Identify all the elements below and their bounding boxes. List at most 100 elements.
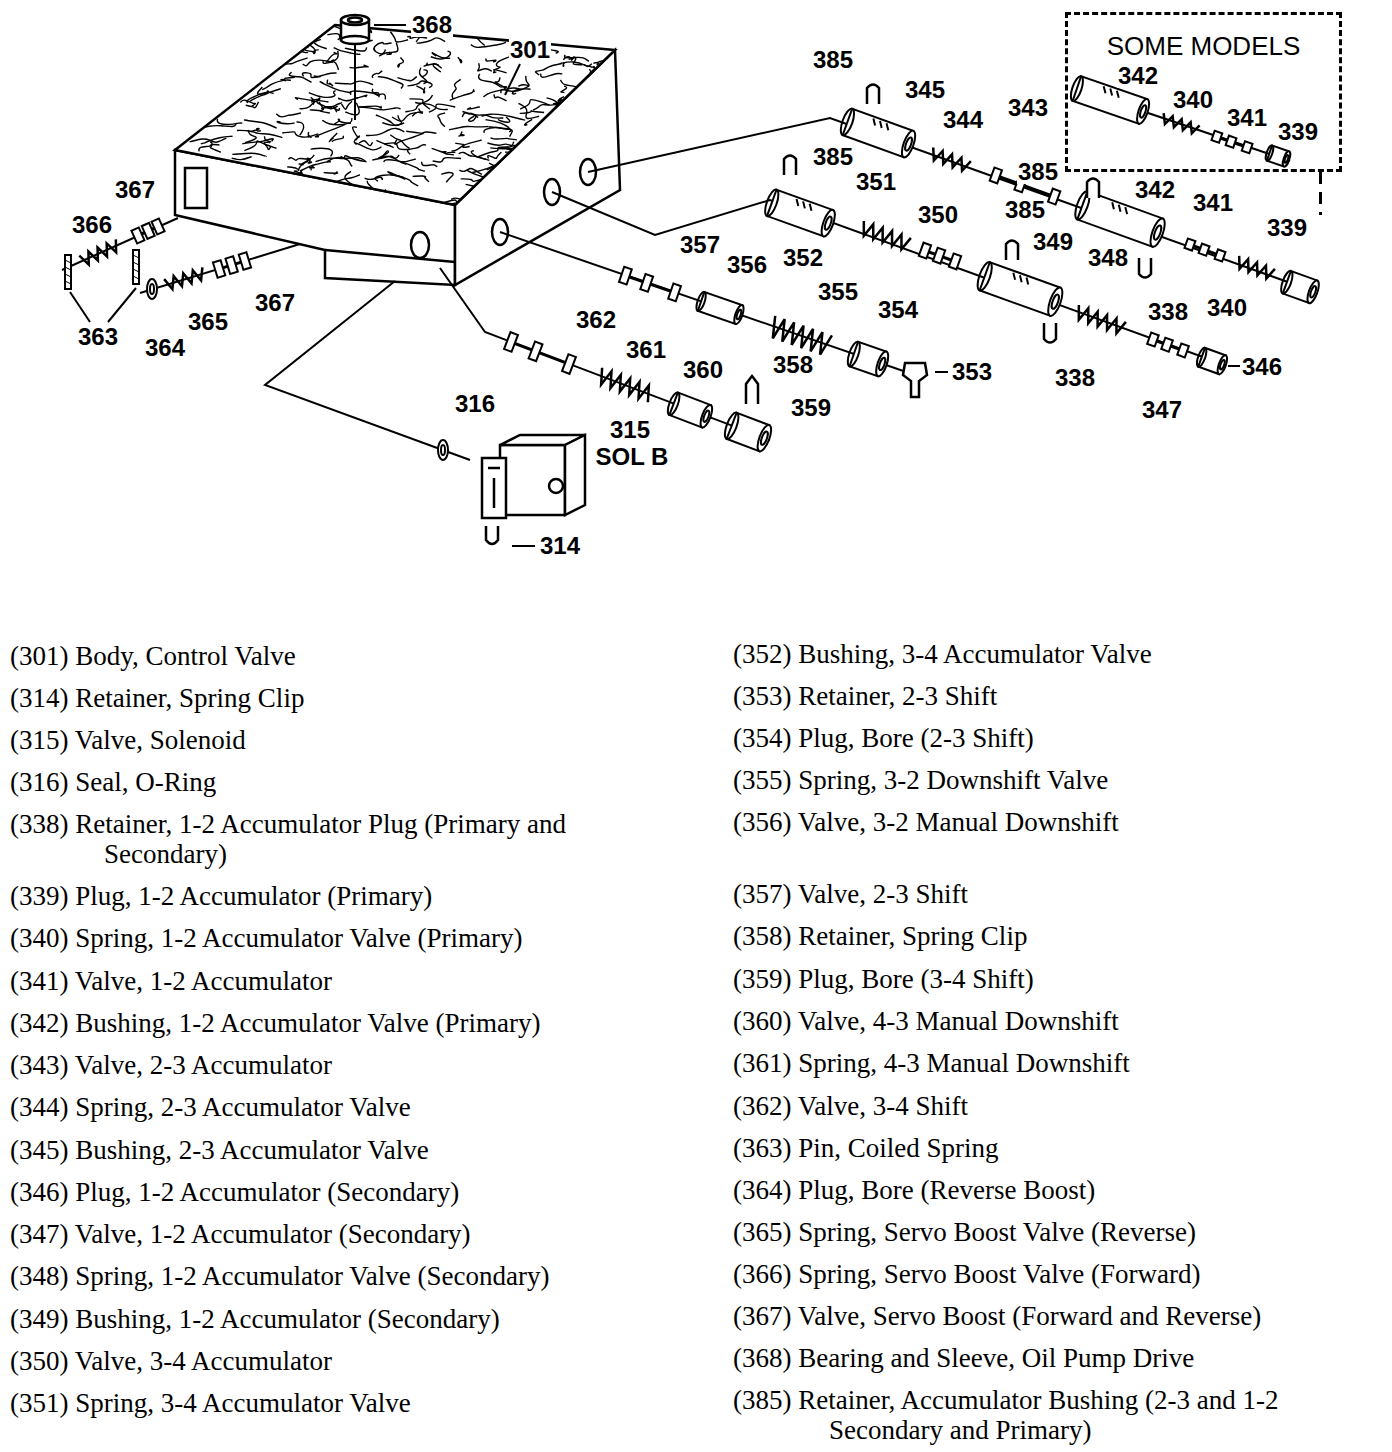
axis-line xyxy=(588,118,1310,290)
spring-clip xyxy=(746,376,758,404)
callout-number: 385 xyxy=(1017,160,1059,184)
callout-number: 338 xyxy=(1054,366,1096,390)
channel-line xyxy=(494,94,507,101)
channel-line xyxy=(259,192,271,197)
channel-line xyxy=(520,111,544,114)
part-end xyxy=(732,304,745,325)
control-valve-body-part xyxy=(411,232,429,258)
channel-line xyxy=(274,19,288,29)
channel-line xyxy=(240,100,255,106)
part-end xyxy=(722,411,741,441)
solenoid-valve-part xyxy=(493,478,496,508)
axis-line xyxy=(552,192,1225,365)
channel-line xyxy=(547,142,566,146)
part-slot xyxy=(871,119,877,126)
spring-coil xyxy=(929,148,971,173)
channel-line xyxy=(329,133,337,142)
channel-line xyxy=(516,26,527,29)
channel-line xyxy=(378,77,403,89)
channel-line xyxy=(417,38,445,43)
channel-line xyxy=(541,74,563,78)
part-bore xyxy=(736,309,743,320)
pin-body xyxy=(133,250,139,284)
retainer-clip-outline xyxy=(784,156,796,176)
callout-number: 346 xyxy=(1241,355,1283,379)
part-list-entry: (363) Pin, Coiled Spring xyxy=(733,1133,1353,1163)
part-list-entry: (365) Spring, Servo Boost Valve (Reverse… xyxy=(733,1217,1353,1247)
channel-line xyxy=(594,126,632,138)
part-slot xyxy=(1011,273,1017,280)
channel-line xyxy=(331,60,338,70)
channel-line xyxy=(372,155,399,160)
channel-line xyxy=(223,175,249,185)
channel-line xyxy=(218,74,242,88)
channel-line xyxy=(546,119,581,126)
channel-line xyxy=(347,187,351,190)
channel-line xyxy=(224,71,235,78)
spring-coil xyxy=(79,239,120,266)
channel-line xyxy=(495,56,511,69)
part-list-entry: (364) Plug, Bore (Reverse Boost) xyxy=(733,1175,1353,1205)
part-list-entry: (352) Bushing, 3-4 Accumulator Valve xyxy=(733,639,1353,669)
channel-line xyxy=(309,167,314,171)
axis-line xyxy=(62,218,178,270)
dashed-group-box: SOME MODELS xyxy=(1065,12,1342,172)
callout-number: 385 xyxy=(812,48,854,72)
channel-line xyxy=(199,204,215,211)
callout-number: 316 xyxy=(454,392,496,416)
valve-stem xyxy=(507,341,572,366)
channel-line xyxy=(438,113,445,127)
channel-line xyxy=(471,42,506,47)
part-list-entry: (348) Spring, 1-2 Accumulator Valve (Sec… xyxy=(10,1261,625,1291)
channel-line xyxy=(320,82,351,93)
part-slot xyxy=(1108,88,1114,95)
part-end xyxy=(1281,150,1292,167)
channel-line xyxy=(458,201,472,209)
bushing-part xyxy=(975,260,1066,317)
channel-line xyxy=(388,172,405,180)
callout-number: 353 xyxy=(951,360,993,384)
part-body xyxy=(1283,271,1317,303)
channel-line xyxy=(201,136,233,143)
valve-land xyxy=(1147,333,1159,347)
part-list-entry: (362) Valve, 3-4 Shift xyxy=(733,1091,1353,1121)
channel-line xyxy=(578,128,618,135)
pin-body xyxy=(65,255,71,289)
channel-line xyxy=(467,107,480,109)
channel-line xyxy=(309,91,336,98)
channel-line xyxy=(384,143,409,150)
channel-line xyxy=(478,171,496,183)
spring-part xyxy=(1160,113,1199,135)
channel-line xyxy=(443,152,454,155)
leader-lines-part xyxy=(1228,365,1240,367)
part-body xyxy=(850,342,887,376)
part-slot xyxy=(795,199,801,206)
channel-line xyxy=(353,127,360,137)
channel-line xyxy=(480,188,501,191)
part-slot xyxy=(1110,202,1116,209)
pin-coil xyxy=(65,281,71,284)
bushing-part xyxy=(1279,270,1321,305)
callout-number: 355 xyxy=(817,280,859,304)
plug-outer xyxy=(438,440,448,460)
channel-line xyxy=(469,115,476,121)
part-list-entry: (356) Valve, 3-2 Manual Downshift xyxy=(733,807,1353,837)
part-body xyxy=(1198,348,1225,374)
callout-number: 341 xyxy=(1192,191,1234,215)
solenoid-valve-part xyxy=(482,458,506,518)
channel-line xyxy=(610,38,650,46)
callout-number: 350 xyxy=(917,203,959,227)
valve-land xyxy=(1242,141,1253,153)
channel-line xyxy=(586,98,611,102)
channel-line xyxy=(247,92,274,102)
leader-lines-part xyxy=(505,64,520,95)
spring-part xyxy=(596,368,653,402)
spring-part xyxy=(1074,305,1126,335)
callout-number: 340 xyxy=(1172,88,1214,112)
channel-line xyxy=(459,131,464,136)
channel-line xyxy=(609,70,615,76)
part-list-entry: (355) Spring, 3-2 Downshift Valve xyxy=(733,765,1353,795)
part-bore xyxy=(1153,225,1163,241)
pin-coil xyxy=(133,255,139,258)
channel-line xyxy=(422,162,438,167)
